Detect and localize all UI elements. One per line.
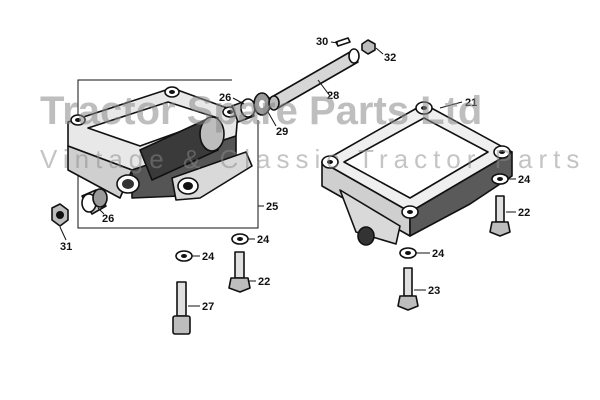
callout-25: 25 [266,201,278,213]
bush-26-pin [231,98,256,123]
callout-24-right-bottom: 24 [432,248,445,260]
callout-28: 28 [327,90,339,102]
watermark-line2: Vintage & Classic Tractor Parts [40,144,585,174]
watermark: Tractor Spare Parts Ltd Vintage & Classi… [40,89,585,174]
pin-28 [268,48,360,111]
callout-26-loose: 26 [102,213,114,225]
washer-24-right-top [491,173,509,185]
split-pin-30 [335,37,351,47]
callout-23: 23 [428,285,440,297]
callout-labels: 30 32 28 26 29 21 24 22 24 23 24 22 24 2… [60,36,531,313]
watermark-line1: Tractor Spare Parts Ltd [40,89,482,133]
washer-24-right-bottom [399,247,417,259]
nut-32 [361,39,376,55]
washer-29 [253,92,271,116]
bolt-27 [172,281,191,335]
left-mounting-bracket [67,79,259,229]
callout-24-right-top: 24 [518,174,531,186]
bolt-22-right [489,195,511,237]
callout-26-pin: 26 [219,92,231,104]
bolt-23 [397,267,419,311]
washer-24-center [231,233,249,245]
bush-26-loose [81,188,108,215]
callout-22-right: 22 [518,207,530,219]
callout-24-center: 24 [257,234,270,246]
callout-30: 30 [316,36,328,48]
right-mounting-bracket [321,101,513,246]
assembly-25-frame [77,79,259,229]
callout-21: 21 [465,97,477,109]
callout-31: 31 [60,241,72,253]
callout-22-center: 22 [258,276,270,288]
callout-29: 29 [276,126,288,138]
bolt-22-center [228,251,251,293]
callout-24-left: 24 [202,251,215,263]
nut-31 [51,203,69,227]
leader-lines [59,41,516,307]
callout-32: 32 [384,52,396,64]
washer-24-left [175,250,193,262]
callout-27: 27 [202,301,214,313]
